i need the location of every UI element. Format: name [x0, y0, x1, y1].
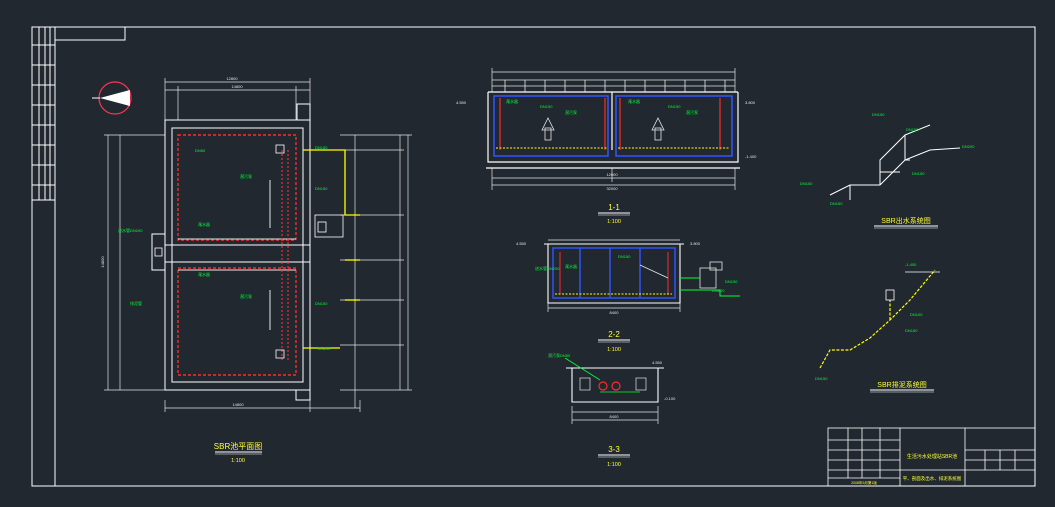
section-3-title: 3-3: [608, 445, 620, 454]
sec2-dim-total: 8400: [610, 310, 620, 315]
sheet-frame: [31, 26, 1036, 487]
svg-text:DN150: DN150: [815, 376, 828, 381]
sec1-elev-top: 4.550: [456, 100, 467, 105]
sec1-dim-total: 32000: [606, 186, 618, 191]
svg-text:DN50: DN50: [195, 148, 206, 153]
svg-text:DN200: DN200: [318, 346, 331, 351]
svg-text:潜污泵: 潜污泵: [565, 109, 577, 115]
sec2-elev-top: 4.550: [516, 241, 527, 246]
svg-text:DN150: DN150: [912, 171, 925, 176]
section-3-scale: 1:100: [607, 462, 621, 468]
svg-text:进水管DN200: 进水管DN200: [118, 227, 143, 233]
svg-text:滗水器: 滗水器: [198, 271, 210, 277]
plan-scale: 1:100: [231, 458, 245, 464]
section-2-scale: 1:100: [607, 347, 621, 353]
section-1-title: 1-1: [608, 203, 620, 212]
svg-text:DN150: DN150: [872, 112, 885, 117]
svg-text:DN150: DN150: [540, 104, 553, 109]
svg-text:滗水器: 滗水器: [506, 98, 518, 104]
north-arrow-icon: [92, 81, 132, 115]
sec1-elev-water: 3.800: [745, 100, 756, 105]
plan-dim-top-mid: 14800: [231, 84, 243, 89]
svg-text:DN200: DN200: [962, 144, 975, 149]
svg-text:DN100: DN100: [910, 312, 923, 317]
svg-text:滗水器: 滗水器: [628, 98, 640, 104]
section-1-scale: 1:100: [607, 219, 621, 225]
section-2-title: 2-2: [608, 330, 620, 339]
drain-system-title: SBR排泥系统图: [877, 380, 926, 389]
plan-title: SBR池平面图: [214, 441, 262, 451]
svg-text:滗水器: 滗水器: [565, 263, 577, 269]
svg-text:DN150: DN150: [668, 104, 681, 109]
svg-text:DN150: DN150: [618, 254, 631, 259]
section-1-1: 滗水器 DN150 滗水器 DN150 潜污泵 潜污泵 4.550 3.800 …: [456, 68, 757, 225]
outlet-system-title: SBR出水系统图: [881, 216, 930, 225]
svg-text:滗水器: 滗水器: [198, 221, 210, 227]
svg-text:DN150: DN150: [800, 181, 813, 186]
outlet-system-diagram: DN150 DN150 DN200 DN150 DN150 DN150 SBR出…: [800, 112, 975, 229]
title-block: 生活污水处理站SBR池 平、剖面及出水、排泥系统图 2008年9月第1版: [827, 427, 1036, 487]
sec3-elev-top: 4.550: [652, 360, 663, 365]
svg-text:DN150: DN150: [315, 186, 328, 191]
svg-text:DN150: DN150: [725, 279, 738, 284]
sec3-dim-total: 8400: [610, 414, 620, 419]
plan-view: 12800 14800 14800 14800: [100, 76, 412, 464]
svg-text:DN150: DN150: [905, 328, 918, 333]
sec2-elev-water: 3.800: [690, 241, 701, 246]
section-3-3: 潜污泵DN50 4.550 -0.100 8400 3-3 1:100: [548, 352, 676, 468]
svg-text:DN200: DN200: [712, 288, 725, 293]
svg-text:潜污泵: 潜污泵: [240, 293, 252, 299]
title-block-project: 生活污水处理站SBR池: [907, 453, 957, 460]
svg-text:潜污泵DN50: 潜污泵DN50: [548, 352, 571, 358]
sec1-elev-ground: -1.400: [745, 154, 757, 159]
svg-text:进水管DN200: 进水管DN200: [535, 265, 560, 271]
plan-dim-top: 12800: [226, 76, 238, 81]
title-block-drawing-name: 平、剖面及出水、排泥系统图: [903, 475, 962, 482]
drain-system-diagram: -1.400 DN150 DN100 DN150 SBR排泥系统图: [815, 262, 940, 393]
plan-dim-left: 14800: [100, 256, 105, 268]
svg-text:DN150: DN150: [315, 301, 328, 306]
svg-text:潜污泵: 潜污泵: [240, 173, 252, 179]
svg-text:DN150: DN150: [906, 127, 919, 132]
sec1-dim-half: 12000: [606, 172, 618, 177]
svg-text:-1.400: -1.400: [905, 262, 917, 267]
svg-text:排泥管: 排泥管: [130, 300, 142, 306]
title-block-footer: 2008年9月第1版: [851, 480, 877, 485]
plan-dim-bottom: 14800: [232, 402, 244, 407]
section-2-2: 滗水器 DN150 进水管DN200 DN200 DN150 4.550 3.8…: [516, 239, 740, 353]
svg-text:DN150: DN150: [830, 201, 843, 206]
svg-text:DN150: DN150: [315, 145, 328, 150]
sec3-elev-bottom: -0.100: [664, 396, 676, 401]
svg-text:潜污泵: 潜污泵: [686, 109, 698, 115]
